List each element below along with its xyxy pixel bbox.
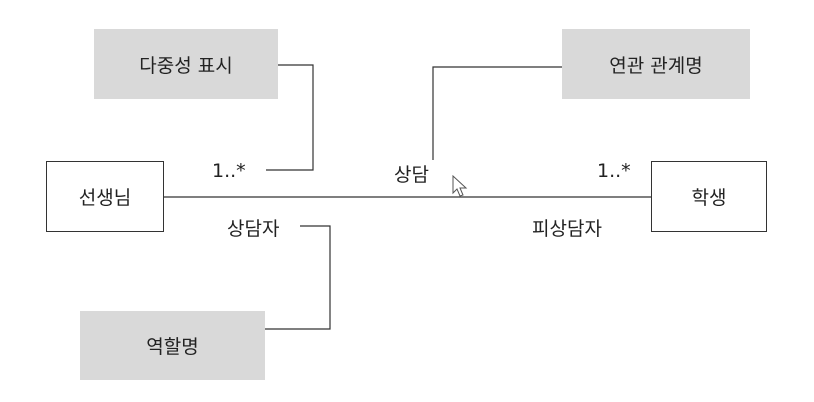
class-student: 학생: [651, 161, 767, 232]
left-role-label: 상담자: [227, 218, 280, 240]
multiplicity-note-text: 다중성 표시: [139, 54, 233, 77]
class-teacher-name: 선생님: [78, 187, 132, 209]
class-student-name: 학생: [691, 187, 727, 209]
association-name-note-text: 연관 관계명: [609, 54, 703, 77]
association-name-label: 상담: [394, 164, 429, 186]
right-multiplicity-label: 1..*: [597, 160, 631, 182]
role-name-leader: [265, 225, 331, 330]
multiplicity-note: 다중성 표시: [94, 29, 278, 99]
mouse-pointer-icon: [452, 175, 468, 197]
role-name-note: 역할명: [80, 311, 265, 380]
role-name-note-text: 역할명: [146, 336, 199, 358]
left-multiplicity-label: 1..*: [212, 160, 246, 182]
association-name-note: 연관 관계명: [562, 29, 750, 99]
association-name-leader: [432, 66, 562, 160]
right-role-label: 피상담자: [532, 218, 602, 240]
multiplicity-leader: [266, 64, 314, 171]
class-teacher: 선생님: [46, 161, 164, 232]
